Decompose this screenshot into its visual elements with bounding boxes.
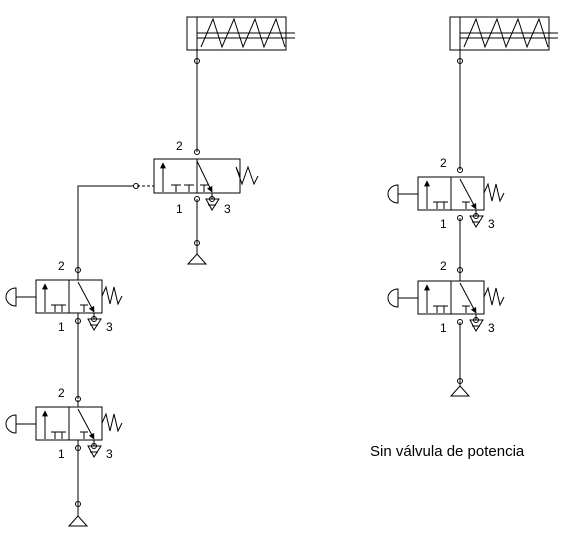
connection-node <box>457 58 463 64</box>
port-label-1: 1 <box>440 321 447 335</box>
single-acting-cylinder-right <box>449 16 558 51</box>
diagram-caption: Sin válvula de potencia <box>370 443 525 460</box>
port-label-2: 2 <box>176 139 183 153</box>
pressure-source-icon <box>449 385 471 397</box>
port-label-3: 3 <box>224 202 231 216</box>
port-label-1: 1 <box>176 202 183 216</box>
port-label-1: 1 <box>440 217 447 231</box>
pressure-source-icon <box>186 253 208 265</box>
port-label-3: 3 <box>488 217 495 231</box>
pressure-source-icon <box>67 515 89 527</box>
connection-node <box>194 58 200 64</box>
pushbutton-3-2-valve-left-lower <box>5 396 123 458</box>
single-acting-cylinder-left <box>186 16 295 51</box>
port-label-2: 2 <box>58 259 65 273</box>
port-label-3: 3 <box>488 321 495 335</box>
connection-node <box>194 240 200 246</box>
port-label-1: 1 <box>58 320 65 334</box>
pushbutton-3-2-valve-right-upper <box>387 167 505 228</box>
pilot-operated-3-2-valve <box>137 149 259 211</box>
pilot-connection-node <box>133 183 139 189</box>
connection-node <box>457 378 463 384</box>
port-label-3: 3 <box>106 320 113 334</box>
port-label-3: 3 <box>106 447 113 461</box>
port-label-2: 2 <box>440 156 447 170</box>
pilot-signal-line <box>77 185 134 270</box>
port-label-2: 2 <box>58 386 65 400</box>
port-label-1: 1 <box>58 447 65 461</box>
connection-node <box>75 501 81 507</box>
port-label-2: 2 <box>440 259 447 273</box>
pushbutton-3-2-valve-right-lower <box>387 267 505 332</box>
